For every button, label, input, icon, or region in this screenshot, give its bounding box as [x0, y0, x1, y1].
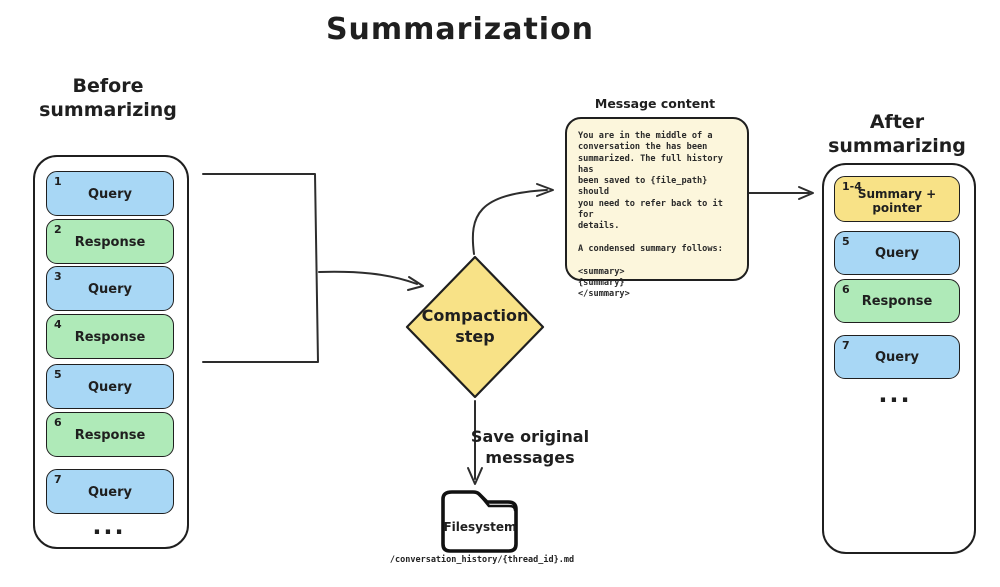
save-arrow-label: Save original messages — [470, 427, 590, 467]
message-number: 1-4 — [842, 180, 862, 193]
diagram-title: Summarization — [325, 12, 595, 47]
message-number: 2 — [54, 223, 62, 236]
message-label: Query — [87, 281, 132, 297]
arrowhead — [536, 183, 554, 197]
message-box-6-after: 6 Response — [834, 279, 960, 323]
message-label: Response — [74, 234, 146, 250]
message-label: Query — [87, 379, 132, 395]
message-number: 3 — [54, 270, 62, 283]
compaction-step-label: Compaction step — [421, 306, 529, 346]
message-number: 5 — [842, 235, 850, 248]
message-box-3: 3 Query — [46, 266, 174, 311]
note-title: Message content — [594, 96, 716, 111]
message-number: 1 — [54, 175, 62, 188]
arrow-compaction-to-note — [471, 189, 548, 255]
message-box-7-after: 7 Query — [834, 335, 960, 379]
before-ellipsis: ... — [92, 512, 126, 540]
message-label: Query — [874, 350, 919, 366]
message-box-6: 6 Response — [46, 412, 174, 457]
arrowhead — [407, 276, 424, 291]
group-bracket-messages-1-4 — [202, 173, 319, 363]
arrowhead — [798, 186, 814, 200]
after-ellipsis: ... — [878, 380, 912, 408]
message-label: Response — [861, 294, 933, 310]
arrow-before-to-compaction — [318, 270, 418, 285]
message-box-7: 7 Query — [46, 469, 174, 514]
message-label: Summary + pointer — [857, 187, 937, 216]
message-number: 7 — [842, 339, 850, 352]
summary-pointer-box: 1-4 Summary + pointer — [834, 176, 960, 222]
message-number: 6 — [54, 416, 62, 429]
note-body-text: You are in the middle of a conversation … — [578, 131, 723, 300]
message-number: 6 — [842, 283, 850, 296]
message-box-5: 5 Query — [46, 364, 174, 409]
message-box-2: 2 Response — [46, 219, 174, 264]
message-label: Query — [874, 246, 919, 262]
message-number: 4 — [54, 318, 62, 331]
before-heading: Before summarizing — [39, 75, 177, 121]
arrowhead — [467, 467, 483, 485]
message-label: Response — [74, 427, 146, 443]
message-number: 5 — [54, 368, 62, 381]
file-path-caption: /conversation_history/{thread_id}.md — [389, 555, 575, 565]
message-box-4: 4 Response — [46, 314, 174, 359]
after-heading: After summarizing — [828, 111, 966, 157]
compaction-diamond-shape — [405, 255, 545, 399]
message-number: 7 — [54, 473, 62, 486]
message-label: Query — [87, 186, 132, 202]
filesystem-folder-icon — [441, 490, 518, 553]
message-box-1: 1 Query — [46, 171, 174, 216]
message-label: Response — [74, 329, 146, 345]
filesystem-label: Filesystem — [443, 520, 517, 534]
message-box-5-after: 5 Query — [834, 231, 960, 275]
message-label: Query — [87, 484, 132, 500]
message-content-note: You are in the middle of a conversation … — [565, 117, 749, 299]
